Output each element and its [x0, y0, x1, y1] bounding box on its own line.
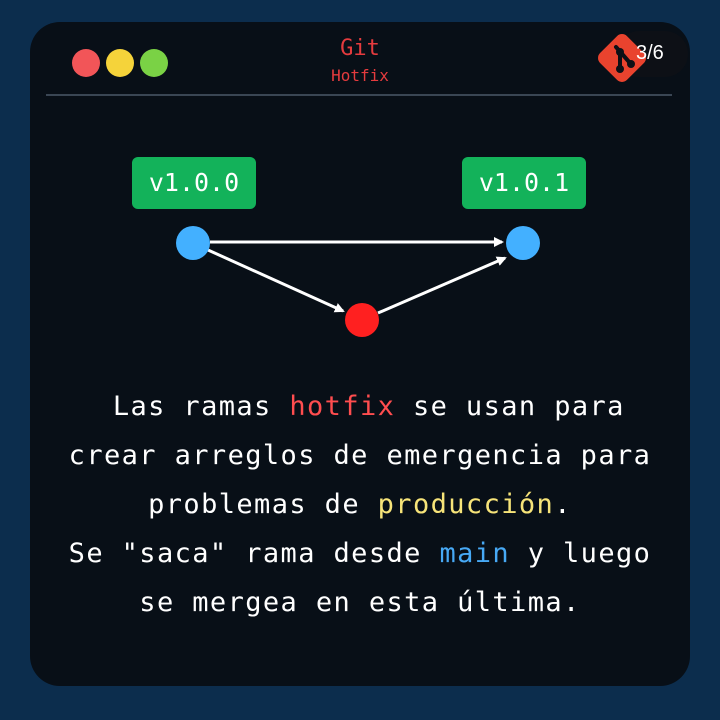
main-highlight: main	[439, 538, 511, 569]
window-title: Git	[340, 36, 380, 61]
header-divider	[46, 94, 672, 96]
git-logo-icon	[598, 34, 646, 82]
merge-back-arrow	[377, 256, 507, 315]
caption-line: Se "saca" rama desde main y luego	[68, 538, 652, 569]
page-indicator: 3/6	[596, 30, 692, 82]
caption-line: Las ramas hotfix se usan para	[112, 391, 625, 422]
page-indicator-text: 3/6	[636, 42, 664, 64]
caption-line: crear arreglos de emergencia para	[68, 440, 652, 471]
maximize-window-button[interactable]	[140, 49, 168, 77]
window-subtitle: Hotfix	[331, 66, 389, 85]
produccion-highlight: producción	[377, 489, 555, 520]
hotfix-highlight: hotfix	[289, 391, 396, 422]
caption-text: Las ramas hotfix se usan para crear arre…	[30, 382, 690, 627]
hotfix-branch-arrow	[207, 248, 345, 313]
version-tag-v1-0-1: v1.0.1	[462, 157, 586, 209]
hotfix-commit	[345, 303, 379, 337]
close-window-button[interactable]	[72, 49, 100, 77]
caption-line: se mergea en esta última.	[139, 587, 581, 618]
version-tag-v1-0-0: v1.0.0	[132, 157, 256, 209]
main-commit-v1-0-0	[176, 226, 210, 260]
minimize-window-button[interactable]	[106, 49, 134, 77]
main-commit-v1-0-1	[506, 226, 540, 260]
caption-line: problemas de producción.	[148, 489, 572, 520]
slide-card	[30, 22, 690, 686]
